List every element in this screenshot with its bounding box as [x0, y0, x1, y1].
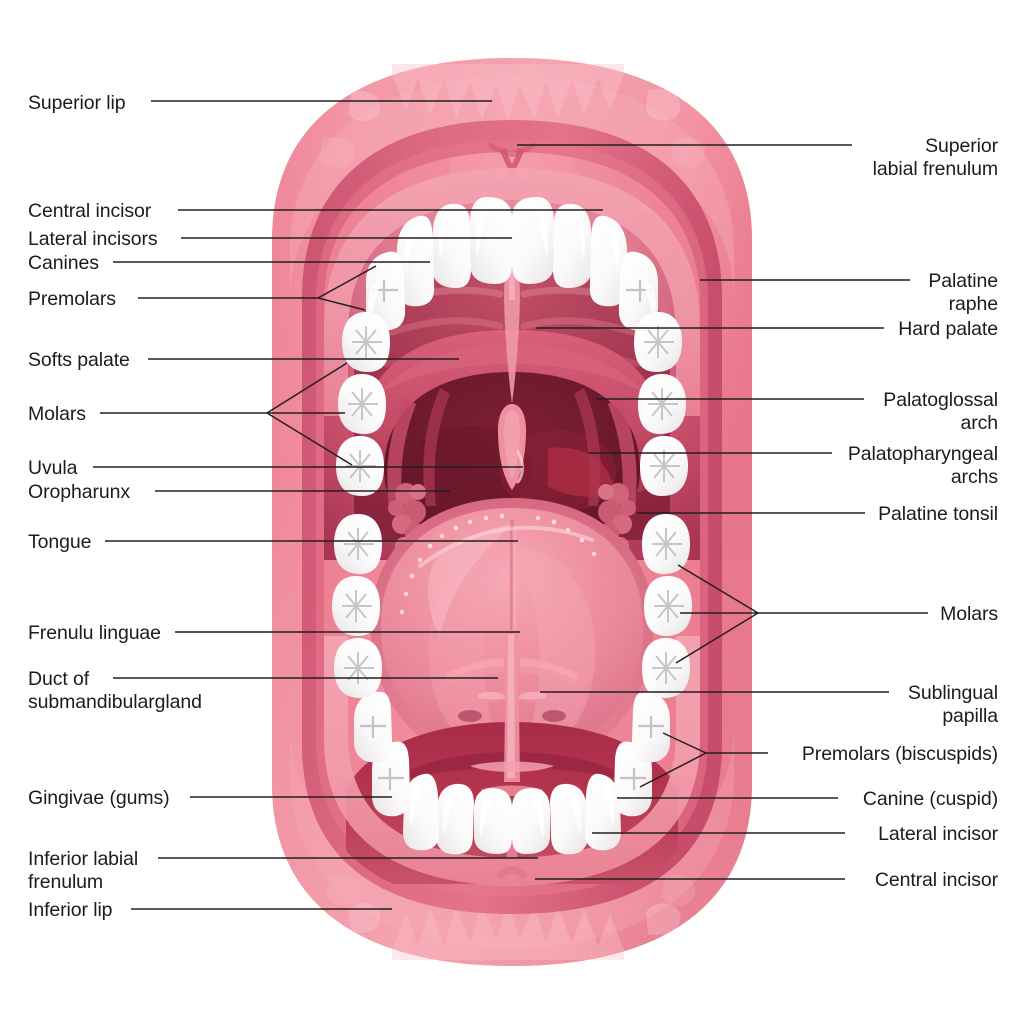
label-canine-cuspid: Canine (cuspid)	[862, 788, 998, 810]
palatoglossal-arch-right	[608, 398, 637, 514]
label-oropharynx: Oropharunx	[28, 481, 130, 503]
label-central-incisor-lower: Central incisor	[874, 869, 998, 891]
label-molars-lower-right: Molars	[940, 603, 998, 625]
label-central-incisor-upper: Central incisor	[28, 200, 152, 222]
sublingual-papilla-shape	[458, 691, 566, 722]
upper-arch	[324, 168, 700, 496]
label-lateral-incisor-lower: Lateral incisor	[878, 823, 998, 845]
label-hard-palate: Hard palate	[898, 318, 998, 340]
label-superior-lip: Superior lip	[28, 92, 126, 114]
label-uvula: Uvula	[28, 457, 78, 479]
label-duct-of-submandibular: Duct of submandibulargland	[28, 668, 202, 713]
palatopharyngeal-arch-right	[574, 388, 601, 506]
label-palatine-raphe: Palatine raphe	[928, 270, 998, 315]
label-canines-upper: Canines	[28, 252, 99, 274]
label-inferior-lip: Inferior lip	[28, 899, 113, 921]
label-inferior-labial-frenulum: Inferior labial frenulum	[28, 848, 139, 893]
label-soft-palate: Softs palate	[28, 349, 130, 371]
label-superior-labial-frenulum: Superior labial frenulum	[872, 135, 998, 180]
tongue-papillae	[399, 513, 597, 615]
label-frenulum-linguae: Frenulu linguae	[28, 622, 161, 644]
label-molars-upper-left: Molars	[28, 403, 86, 425]
label-lateral-incisors-upper: Lateral incisors	[28, 228, 158, 250]
inferior-lip-texture	[326, 875, 696, 960]
uvula-shape	[498, 404, 526, 490]
submandibular-duct-shape	[446, 658, 578, 680]
label-sublingual-papilla: Sublingual papilla	[907, 682, 998, 727]
label-tongue: Tongue	[28, 531, 92, 553]
label-premolars-upper: Premolars	[28, 288, 116, 310]
label-palatine-tonsil: Palatine tonsil	[878, 503, 998, 525]
label-gingivae-gums: Gingivae (gums)	[28, 787, 170, 809]
label-premolars-biscuspids: Premolars (biscuspids)	[801, 743, 998, 765]
palatoglossal-arch-left	[387, 398, 416, 514]
label-palatoglossal-arch: Palatoglossal arch	[883, 389, 998, 434]
label-palatopharyngeal-archs: Palatopharyngeal archs	[847, 443, 998, 488]
upper-teeth	[336, 197, 688, 496]
palatopharyngeal-arch-left	[423, 388, 450, 506]
